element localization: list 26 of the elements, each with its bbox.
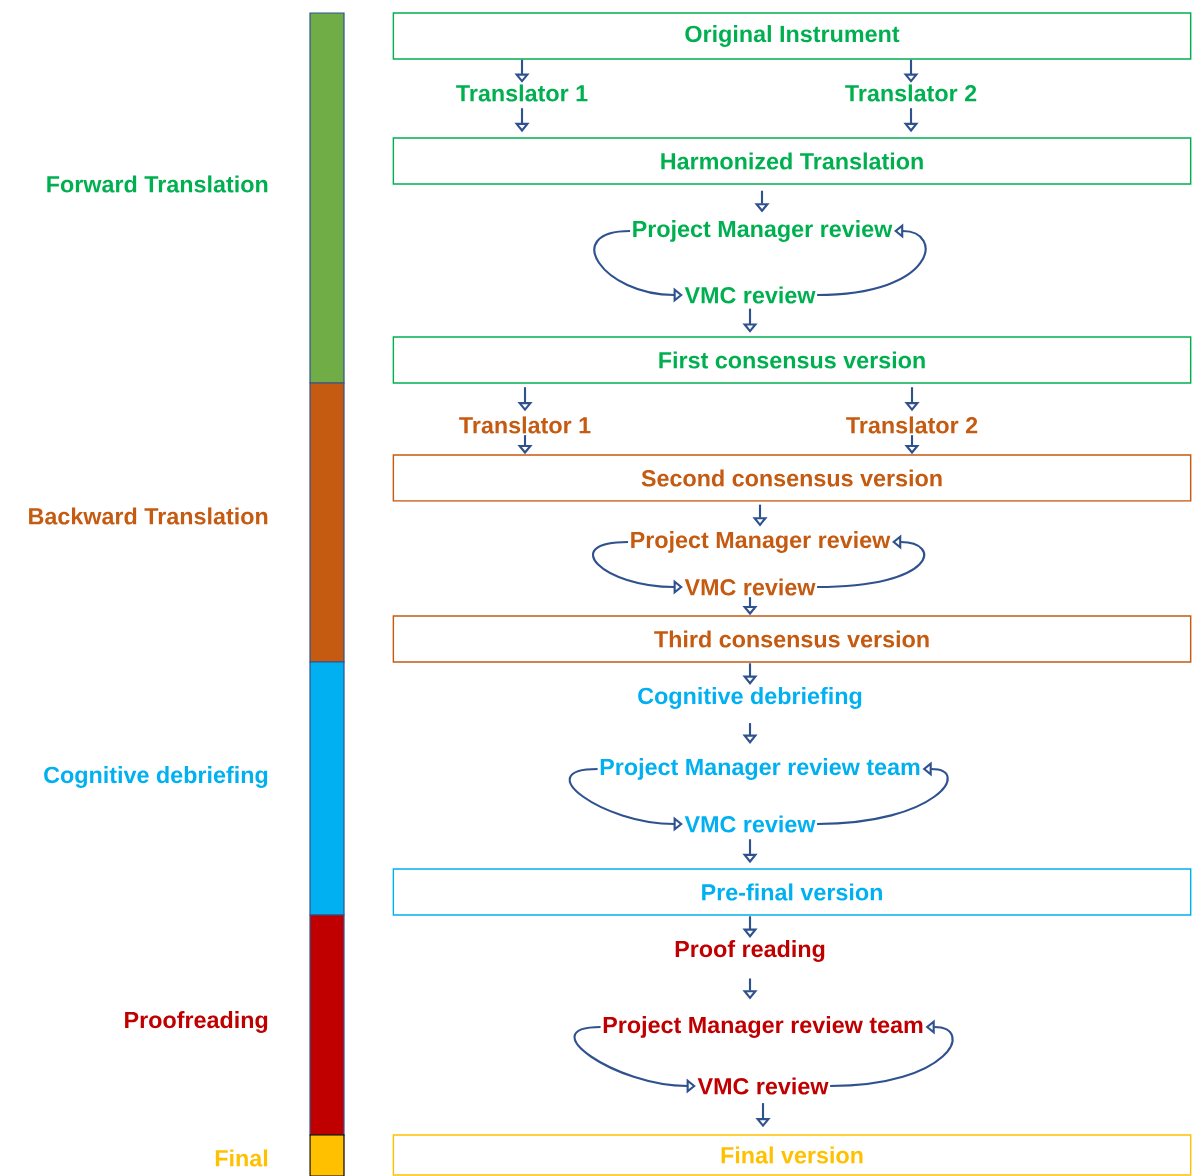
step-label: VMC review [684,286,816,304]
step-box: Second consensus version [392,454,1192,502]
step-box: Pre-final version [392,868,1192,916]
step-label: Project Manager review [633,220,893,242]
step-label: Proof reading [675,940,825,962]
step-label: Project Manager review team [603,1016,923,1038]
stage-label: Final [215,1149,268,1167]
step-label: Project Manager review [631,531,891,553]
stage-label: Proofreading [125,1011,268,1033]
step-label: Translator 2 [846,416,978,434]
step-box: First consensus version [392,336,1192,384]
step-label: Translator 2 [845,84,977,102]
step-label: Project Manager review team [600,758,920,780]
step-label: Translator 1 [456,84,588,102]
step-label: Translator 1 [459,416,591,434]
stage-label: Forward Translation [47,175,268,193]
step-label: Cognitive debriefing [638,687,862,709]
step-label: VMC review [684,815,816,833]
step-box: Third consensus version [392,615,1192,663]
step-box: Original Instrument [392,12,1192,60]
stage-label: Cognitive debriefing [44,766,268,788]
step-label: VMC review [684,578,816,596]
step-label: VMC review [697,1077,829,1095]
stage-label: Backward Translation [29,507,268,525]
step-box: Final version [392,1134,1192,1176]
step-box: Harmonized Translation [392,137,1192,185]
